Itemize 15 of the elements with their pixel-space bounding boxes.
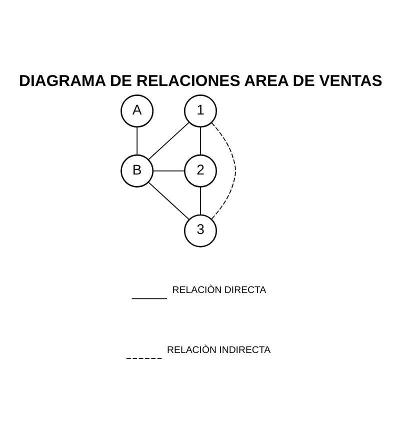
node-circle: B [120,154,154,187]
node-circle: A [120,94,154,128]
connector [200,126,201,155]
connector [148,181,190,220]
legend-label: RELACIÒN DIRECTA [172,284,266,296]
node-circle: 1 [184,94,218,128]
connector [152,170,185,171]
connector [200,186,201,215]
connector [148,121,190,160]
connector [136,126,138,155]
node-circle: 3 [184,214,218,247]
diagram-title: DIAGRAMA DE RELACIONES AREA DE VENTAS [19,72,382,90]
connector [211,122,236,219]
legend-label: RELACIÒN INDIRECTA [167,344,271,356]
node-circle: 2 [184,154,218,187]
